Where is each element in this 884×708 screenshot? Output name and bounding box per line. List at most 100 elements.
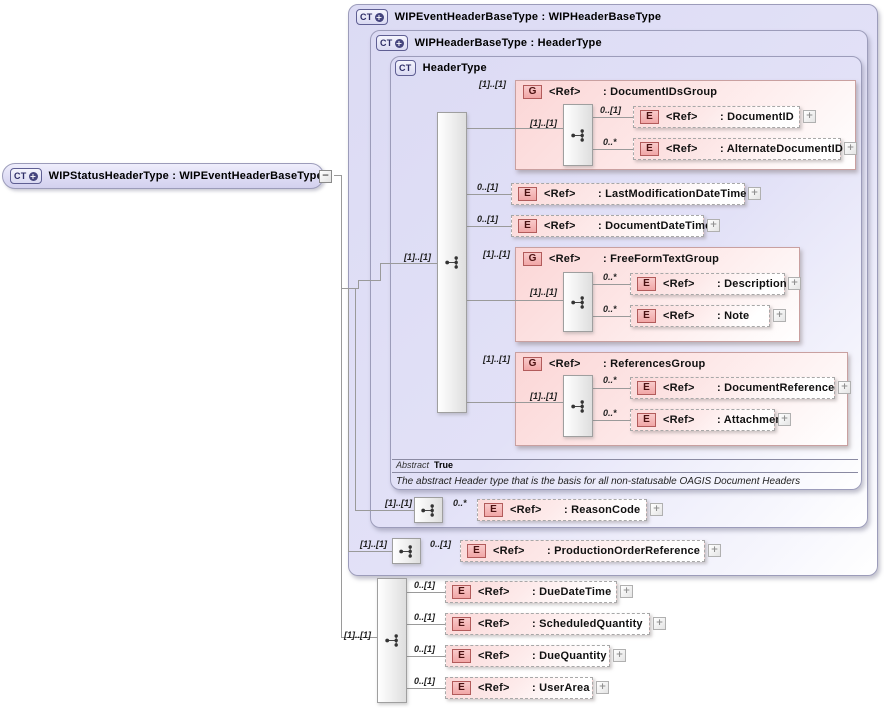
group-header: G <Ref> : FreeFormTextGroup (523, 252, 719, 266)
connector-line (467, 300, 563, 301)
expand-button[interactable]: + (844, 142, 857, 155)
element-DocumentReference[interactable]: E <Ref> : DocumentReference + (630, 377, 851, 399)
connector-line (593, 388, 630, 389)
ref-label: <Ref> (478, 650, 510, 662)
multiplicity-label: 0..* (603, 304, 617, 314)
element-icon: E (452, 585, 471, 599)
connector-line (407, 624, 445, 625)
box-header: CT+ WIPHeaderBaseType : HeaderType (376, 35, 602, 51)
multiplicity-label: 0..[1] (414, 580, 436, 590)
sequence-bar (563, 375, 593, 437)
collapse-button[interactable]: − (319, 170, 332, 183)
element-ReasonCode[interactable]: E <Ref> : ReasonCode + (477, 499, 663, 521)
ref-label: <Ref> (478, 586, 510, 598)
root-type-capsule[interactable]: CT+ WIPStatusHeaderType : WIPEventHeader… (2, 163, 324, 189)
expand-button[interactable]: + (596, 681, 609, 694)
connector-line (407, 656, 445, 657)
multiplicity-label: [1]..[1] (479, 79, 506, 89)
element-name: : ScheduledQuantity (532, 618, 643, 630)
connector-line (380, 263, 381, 281)
complex-type-icon: CT+ (10, 168, 42, 184)
multiplicity-label: 0..* (453, 498, 467, 508)
multiplicity-label: [1]..[1] (360, 539, 387, 549)
sequence-bar (563, 272, 593, 332)
element-Note[interactable]: E <Ref> : Note + (630, 305, 786, 327)
expand-button[interactable]: + (653, 617, 666, 630)
connector-line (355, 510, 414, 511)
element-name: : DueDateTime (532, 586, 612, 598)
element-name: : DocumentReference (717, 382, 835, 394)
multiplicity-label: [1]..[1] (344, 630, 371, 640)
element-DocumentID[interactable]: E <Ref> : DocumentID + (633, 106, 816, 128)
sequence-bar (414, 497, 443, 523)
element-LastModificationDateTime[interactable]: E <Ref> : LastModificationDateTime + (511, 183, 761, 205)
expand-button[interactable]: + (707, 219, 720, 232)
element-icon: E (637, 277, 656, 291)
ref-label: <Ref> (666, 111, 698, 123)
expand-button[interactable]: + (788, 277, 801, 290)
element-name: : LastModificationDateTime (598, 188, 747, 200)
sequence-icon (570, 399, 584, 413)
group-name: : DocumentIDsGroup (603, 86, 718, 98)
connector-line (593, 284, 630, 285)
complex-type-icon: CT+ (376, 35, 408, 51)
element-UserArea[interactable]: E <Ref> : UserArea + (445, 677, 609, 699)
ref-label: <Ref> (663, 414, 695, 426)
connector-line (355, 288, 356, 510)
element-icon: E (452, 649, 471, 663)
box-header: CT+ WIPEventHeaderBaseType : WIPHeaderBa… (356, 9, 661, 25)
expand-button[interactable]: + (803, 110, 816, 123)
element-Attachment[interactable]: E <Ref> : Attachment + (630, 409, 791, 431)
element-icon: E (452, 617, 471, 631)
connector-line (358, 280, 359, 289)
multiplicity-label: [1]..[1] (483, 249, 510, 259)
plus-circle-icon: + (374, 12, 384, 22)
expand-button[interactable]: + (778, 413, 791, 426)
multiplicity-label: 0..* (603, 408, 617, 418)
element-DocumentDateTime[interactable]: E <Ref> : DocumentDateTime + (511, 215, 720, 237)
element-icon: E (467, 544, 486, 558)
element-name: : DueQuantity (532, 650, 607, 662)
element-AlternateDocumentID[interactable]: E <Ref> : AlternateDocumentID + (633, 138, 857, 160)
multiplicity-label: 0..[1] (477, 182, 499, 192)
multiplicity-label: 0..* (603, 137, 617, 147)
ref-label: <Ref> (663, 382, 695, 394)
abstract-value: True (434, 460, 454, 470)
box-title: WIPEventHeaderBaseType : WIPHeaderBaseTy… (394, 11, 662, 23)
multiplicity-label: [1]..[1] (385, 498, 412, 508)
multiplicity-label: 0..[1] (430, 539, 452, 549)
connector-line (467, 402, 563, 403)
element-ScheduledQuantity[interactable]: E <Ref> : ScheduledQuantity + (445, 613, 666, 635)
sequence-icon (444, 256, 458, 269)
element-DueDateTime[interactable]: E <Ref> : DueDateTime + (445, 581, 633, 603)
complex-type-icon: CT+ (356, 9, 388, 25)
group-icon: G (523, 85, 542, 99)
connector-line (593, 316, 630, 317)
multiplicity-label: 0..[1] (600, 105, 622, 115)
expand-button[interactable]: + (773, 309, 786, 322)
ref-label: <Ref> (549, 358, 581, 370)
element-ProductionOrderReference[interactable]: E <Ref> : ProductionOrderReference + (460, 540, 721, 562)
expand-button[interactable]: + (748, 187, 761, 200)
expand-button[interactable]: + (650, 503, 663, 516)
sequence-icon (421, 503, 434, 517)
sequence-bar (392, 538, 421, 564)
element-name: : Description (717, 278, 787, 290)
element-icon: E (637, 309, 656, 323)
complex-type-icon: CT (395, 60, 416, 76)
element-DueQuantity[interactable]: E <Ref> : DueQuantity + (445, 645, 626, 667)
connector-line (341, 637, 377, 638)
group-icon: G (523, 357, 542, 371)
element-icon: E (452, 681, 471, 695)
element-Description[interactable]: E <Ref> : Description + (630, 273, 801, 295)
connector-line (593, 420, 630, 421)
group-icon: G (523, 252, 542, 266)
documentation-text: The abstract Header type that is the bas… (396, 476, 801, 487)
multiplicity-label: 0..* (603, 272, 617, 282)
expand-button[interactable]: + (620, 585, 633, 598)
sequence-bar (437, 112, 467, 413)
expand-button[interactable]: + (838, 381, 851, 394)
element-name: : DocumentID (720, 111, 794, 123)
expand-button[interactable]: + (708, 544, 721, 557)
expand-button[interactable]: + (613, 649, 626, 662)
